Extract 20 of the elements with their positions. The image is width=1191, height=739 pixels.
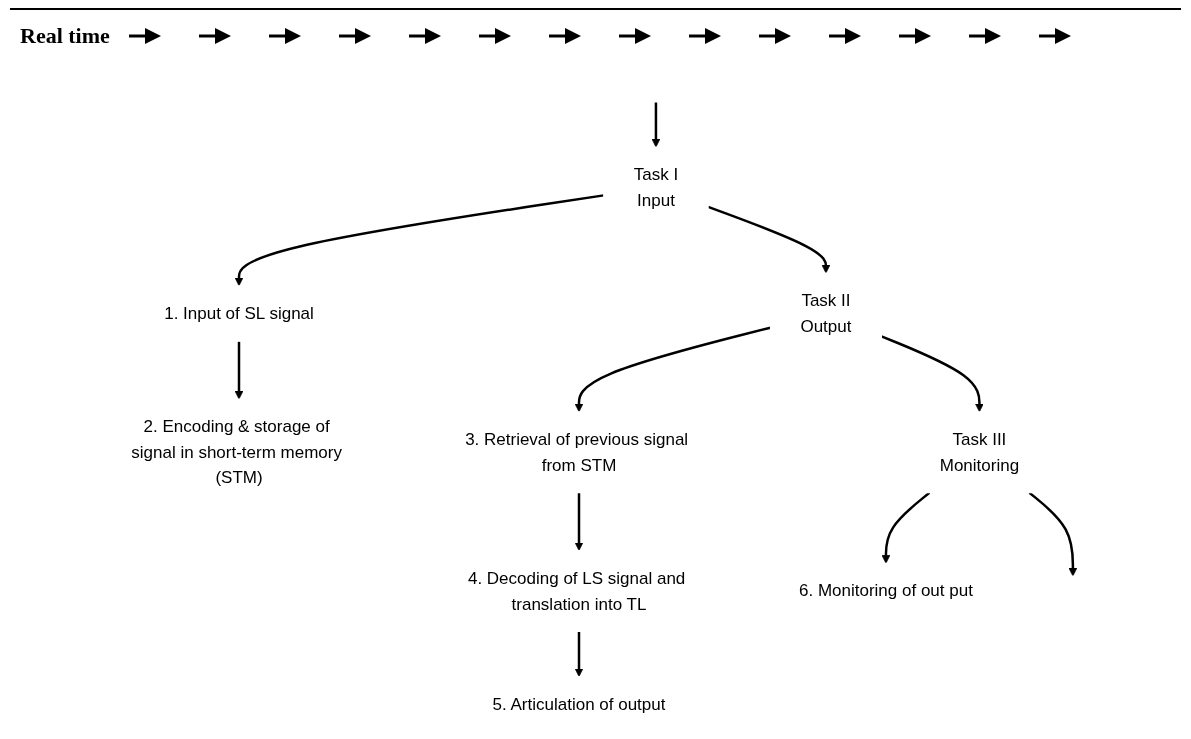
node-text: 5. Articulation of output [492,694,666,714]
arrow [880,335,984,413]
arrow [1028,491,1077,577]
node-text: 4. Decoding of LS signal and translation into TL [467,568,685,613]
arrow [574,492,583,551]
arrow [234,194,604,287]
arrow [707,205,830,274]
arrow [651,102,660,148]
node-text: 6. Monitoring of out put [798,581,973,601]
arrow [574,326,771,413]
node-text: 3. Retrieval of previous signal from STM [464,429,688,475]
node-text: Task III Monitoring [939,429,1019,475]
arrow [574,631,583,677]
node-text: Task I Input [633,165,678,210]
arrow [234,341,243,400]
node-text: 2. Encoding & storage of signal in short-term memory (STM) [130,417,342,487]
node-text: Task II Output [799,291,852,336]
arrow [881,491,930,564]
node-text: 1. Input of SL signal [163,303,314,323]
timeline-label: Real time [20,23,110,49]
